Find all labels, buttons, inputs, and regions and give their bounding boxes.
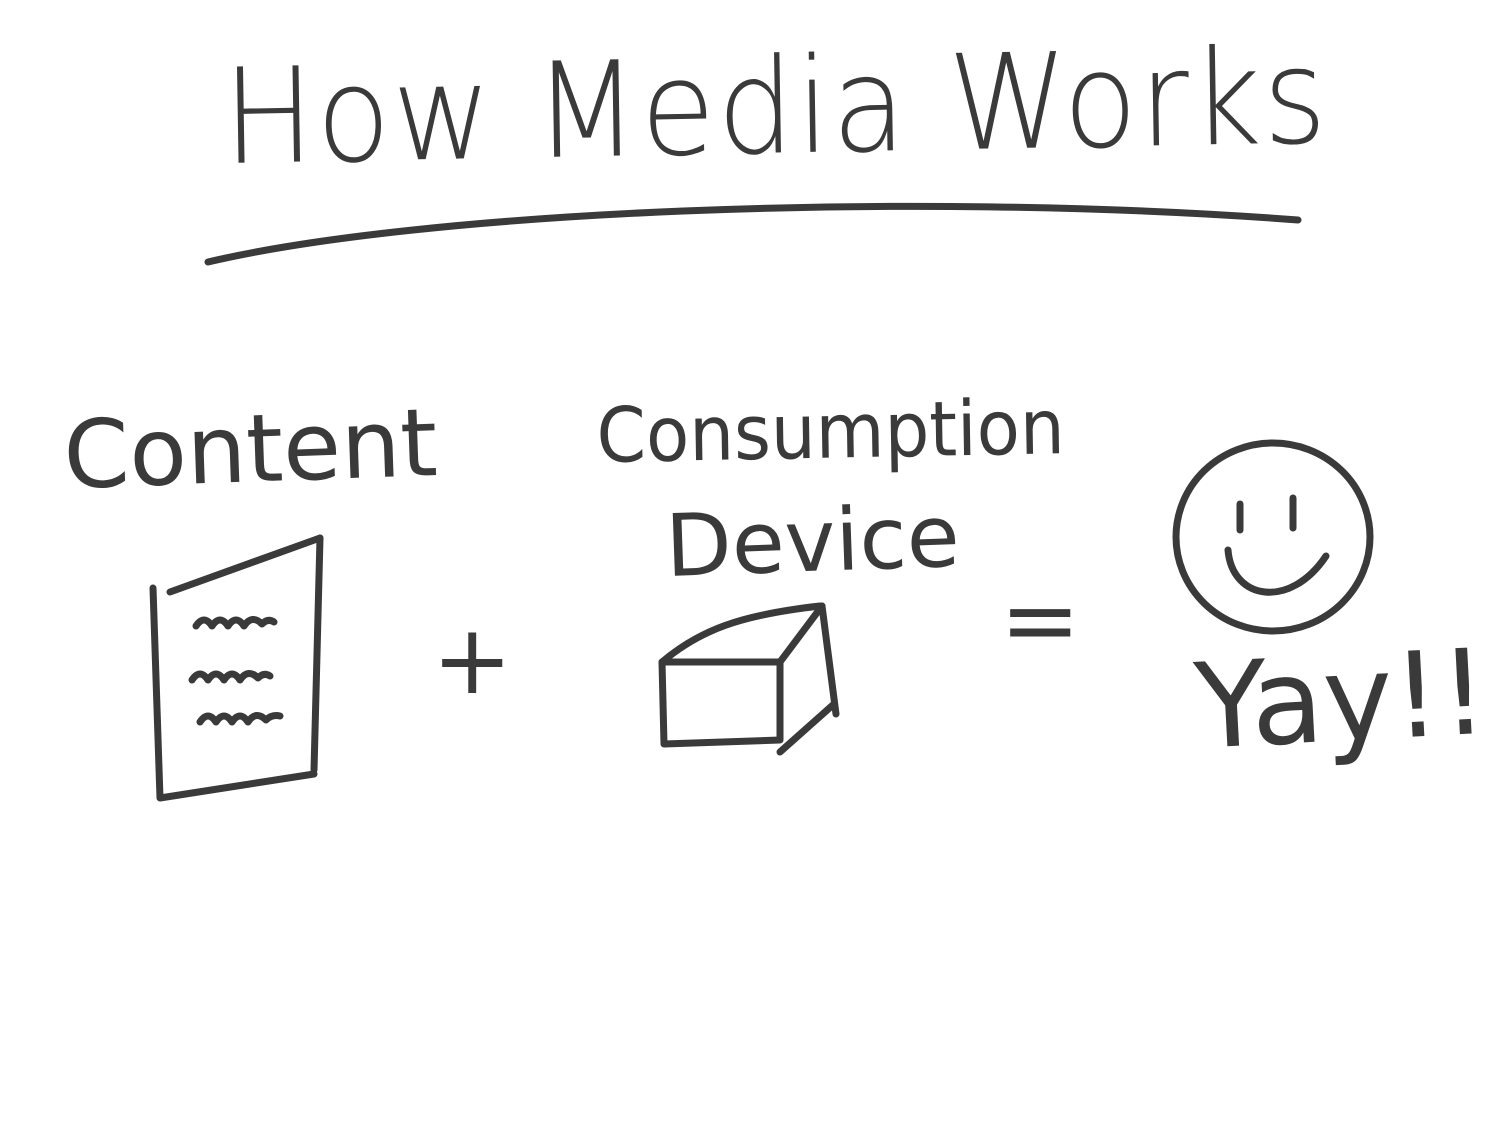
- equals-operator: =: [1000, 564, 1081, 676]
- consumption-label: Consumption: [595, 382, 1066, 480]
- content-label: Content: [61, 388, 440, 511]
- document-icon: [149, 534, 324, 802]
- document-text-line: [192, 616, 278, 630]
- title-underline: [204, 202, 1302, 266]
- plus-operator: +: [432, 604, 513, 716]
- page-title: How Media Works: [221, 20, 1330, 195]
- document-text-line: [188, 670, 274, 684]
- device-label: Device: [663, 486, 962, 597]
- document-text-line: [196, 712, 284, 726]
- result-label: Yay!!: [1191, 622, 1491, 776]
- smiley-face-icon: [1172, 439, 1374, 635]
- box-icon: [658, 602, 840, 756]
